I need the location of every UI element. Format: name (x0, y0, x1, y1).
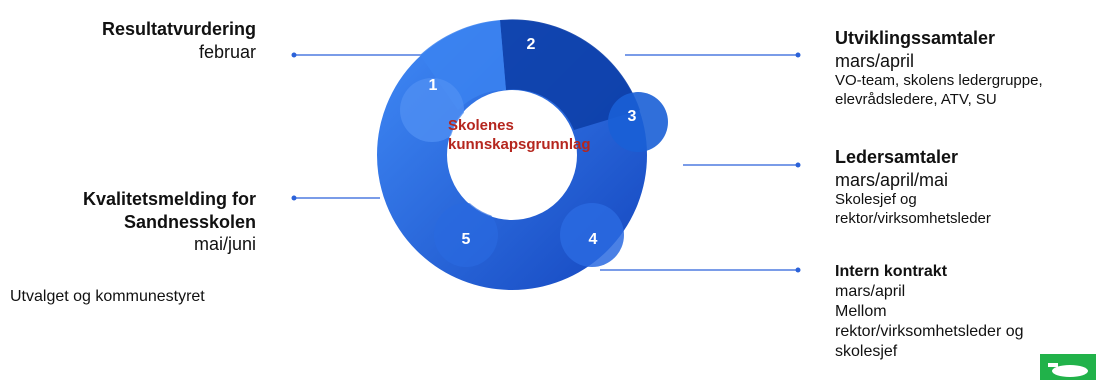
segment-number-3: 3 (628, 108, 637, 125)
kvalitet-title-line2: Sandnesskolen (123, 211, 256, 232)
connector-dot-intern (795, 267, 801, 273)
utvikling-who-line2: elevrådsledere, ATV, SU (835, 90, 997, 108)
segment-number-4: 4 (589, 231, 598, 248)
block-ledersamtaler: Ledersamtaler mars/april/mai Skolesjef o… (835, 146, 991, 229)
ring-hole (448, 91, 576, 219)
center-label-line2: kunnskapsgrunnlag (448, 136, 591, 153)
logo-icon (1048, 363, 1088, 377)
block-resultatvurdering: Resultatvurdering februar (102, 18, 256, 63)
resultat-when: februar (198, 41, 256, 62)
segment-number-1: 1 (429, 77, 438, 94)
segment-bubble-5 (434, 203, 498, 267)
block-intern-kontrakt: Intern kontrakt mars/april Mellom rektor… (835, 262, 1024, 362)
sandnes-logo (1040, 354, 1096, 380)
connector-dot-resultat (291, 52, 297, 58)
intern-title: Intern kontrakt (835, 263, 948, 280)
kvalitet-when: mai/juni (193, 234, 256, 254)
segment-number-5: 5 (462, 231, 471, 248)
ring (377, 19, 668, 290)
segment-bubble-1 (400, 78, 464, 142)
intern-when: mars/april (835, 283, 906, 300)
leder-who-line2: rektor/virksomhetsleder (835, 209, 991, 227)
intern-who-line2: rektor/virksomhetsleder og (835, 323, 1024, 340)
intern-who-line1: Mellom (835, 303, 887, 320)
center-label: Skolenes kunnskapsgrunnlag (448, 117, 591, 153)
connector-dot-leder (795, 162, 801, 168)
kvalitet-who: Utvalget og kommunestyret (10, 288, 205, 305)
segment-bubble-3 (608, 92, 668, 152)
center-label-line1: Skolenes (448, 117, 514, 134)
segment-numbers: 1 2 3 4 5 (429, 36, 637, 248)
utvikling-title: Utviklingssamtaler (835, 28, 996, 48)
leder-when: mars/april/mai (835, 169, 949, 190)
leder-who-line1: Skolesjef og (835, 191, 917, 208)
segment-bubble-4 (560, 203, 624, 267)
block-kvalitetsmelding: Kvalitetsmelding for Sandnesskolen mai/j… (83, 188, 256, 256)
kvalitet-title-line1: Kvalitetsmelding for (82, 189, 256, 209)
utvikling-when: mars/april (835, 50, 915, 71)
ring-segment-1 (420, 20, 506, 110)
utvikling-who-line1: VO-team, skolens ledergruppe, (835, 72, 1043, 89)
ring-segment-2 (500, 19, 640, 130)
segment-number-2: 2 (527, 36, 536, 53)
leder-title: Ledersamtaler (835, 147, 959, 167)
intern-who-line3: skolesjef (835, 343, 898, 360)
resultat-title: Resultatvurdering (101, 19, 256, 39)
block-utviklingssamtaler: Utviklingssamtaler mars/april VO-team, s… (835, 27, 1043, 110)
connector-lines (291, 52, 801, 273)
connector-dot-utvikling (795, 52, 801, 58)
connector-dot-kvalitet (291, 195, 297, 201)
